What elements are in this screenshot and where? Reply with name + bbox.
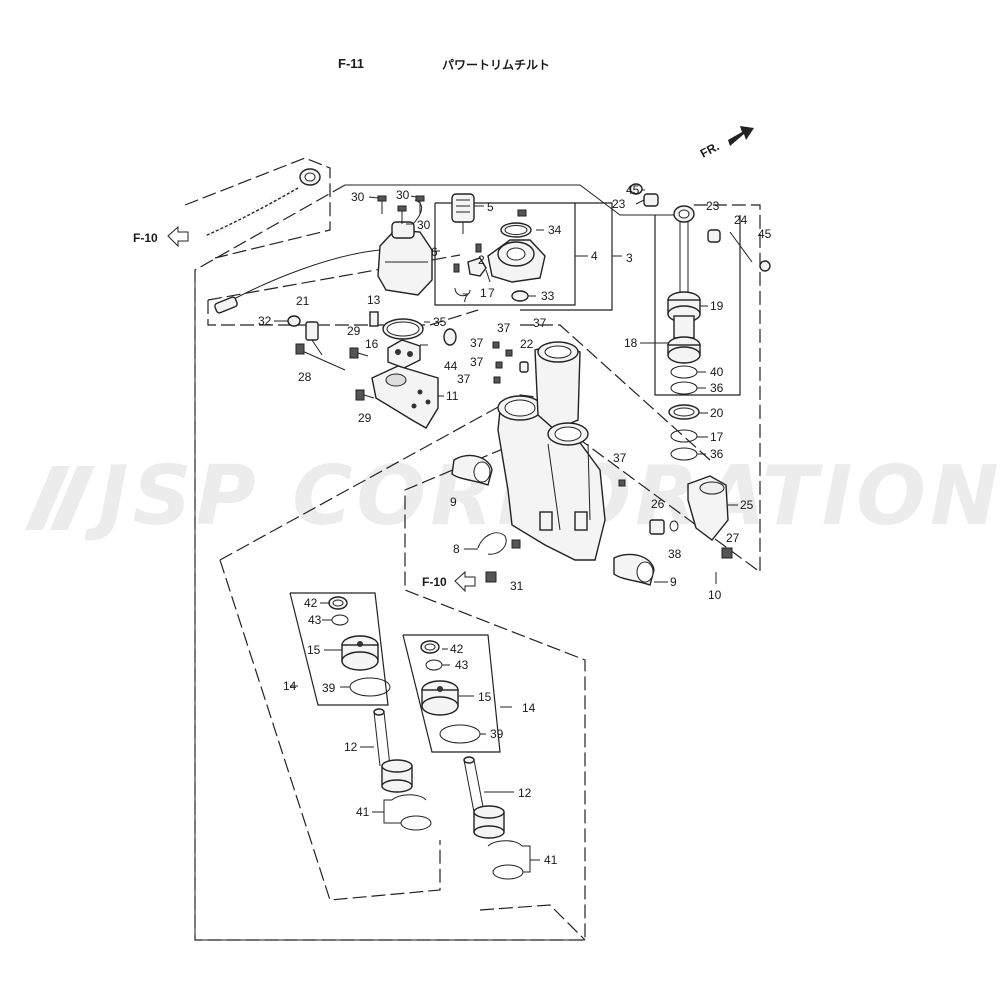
label-part-41b: 41 (544, 853, 558, 867)
ref-f10-lower[interactable]: F-10 (422, 570, 476, 593)
label-part-38: 38 (668, 547, 682, 561)
pump-body-16-11 (371, 318, 439, 429)
label-part-34: 34 (548, 223, 562, 237)
label-part-39b: 39 (490, 727, 504, 741)
ref-f10-lower-label: F-10 (422, 575, 447, 589)
front-arrow-icon (728, 126, 754, 146)
label-part-27: 27 (726, 531, 740, 545)
ground-lead-8-31 (477, 532, 521, 583)
label-part-15a: 15 (307, 643, 321, 657)
label-part-1: 1 (480, 286, 487, 300)
label-part-10: 10 (708, 588, 722, 602)
label-part-45b: 45 (758, 227, 772, 241)
label-part-18: 18 (624, 336, 638, 350)
label-part-30b: 30 (396, 188, 410, 202)
label-part-36a: 36 (710, 381, 724, 395)
label-part-15b: 15 (478, 690, 492, 704)
label-part-44: 44 (444, 359, 458, 373)
part-number-labels: 2 1 3 4 5 6 7 7 8 9 9 10 11 12 12 13 14 … (258, 183, 772, 867)
tilt-cylinder-body (497, 341, 606, 561)
label-part-45a: 45 (626, 183, 640, 197)
label-part-11: 11 (446, 389, 459, 403)
label-part-24: 24 (734, 213, 748, 227)
bracket-25-26-27-38 (649, 475, 733, 559)
tilt-rod-18-19 (667, 205, 701, 364)
label-part-12b: 12 (518, 786, 532, 800)
label-part-29b: 29 (358, 411, 372, 425)
label-part-37b: 37 (533, 316, 547, 330)
label-part-37a: 37 (497, 321, 511, 335)
label-part-40: 40 (710, 365, 724, 379)
label-part-6: 6 (431, 245, 438, 259)
label-part-4: 4 (591, 249, 598, 263)
pins-bushings-23-24-45 (629, 183, 771, 272)
label-part-30c: 30 (417, 218, 431, 232)
left-arrow-icon (167, 225, 189, 248)
label-part-23a: 23 (612, 197, 626, 211)
label-part-5: 5 (487, 200, 494, 214)
label-part-21: 21 (296, 294, 310, 308)
label-part-42b: 42 (450, 642, 464, 656)
trim-motor-6 (377, 221, 433, 296)
small-parts-1-2-7 (453, 243, 491, 297)
label-part-23b: 23 (706, 199, 720, 213)
label-part-9b: 9 (670, 575, 677, 589)
trim-cylinder-left-set (328, 596, 432, 831)
relay-5 (451, 193, 475, 234)
ref-f10-upper-label: F-10 (133, 231, 158, 245)
hose-assembly (203, 168, 321, 240)
label-part-14b: 14 (522, 701, 536, 715)
label-part-30a: 30 (351, 190, 365, 204)
label-part-28: 28 (298, 370, 312, 384)
label-part-37f: 37 (613, 451, 627, 465)
label-part-31: 31 (510, 579, 524, 593)
trim-cylinder-right-set (420, 640, 524, 880)
label-part-7b: 7 (488, 286, 495, 300)
fittings-13-21-28-29-32-44 (287, 311, 457, 401)
label-part-41a: 41 (356, 805, 370, 819)
label-part-2: 2 (478, 253, 485, 267)
label-part-37e: 37 (457, 372, 471, 386)
label-part-36b: 36 (710, 447, 724, 461)
label-part-3: 3 (626, 251, 633, 265)
bushings-9 (451, 454, 655, 586)
label-part-43b: 43 (455, 658, 469, 672)
label-part-25: 25 (740, 498, 754, 512)
diagram-code: F-11 (338, 56, 365, 71)
label-part-37c: 37 (470, 336, 484, 350)
label-part-32: 32 (258, 314, 272, 328)
label-part-37d: 37 (470, 355, 484, 369)
leader-lines (274, 189, 738, 873)
label-part-43a: 43 (308, 613, 322, 627)
valve-housing-4 (487, 209, 546, 302)
label-part-17: 17 (710, 430, 724, 444)
label-part-35: 35 (433, 315, 447, 329)
label-part-12a: 12 (344, 740, 358, 754)
label-part-7a: 7 (462, 291, 469, 305)
label-part-14a: 14 (283, 679, 297, 693)
label-part-19: 19 (710, 299, 724, 313)
left-arrow-icon (454, 570, 476, 593)
label-part-20: 20 (710, 406, 724, 420)
label-part-13: 13 (367, 293, 381, 307)
label-part-39a: 39 (322, 681, 336, 695)
label-part-42a: 42 (304, 596, 318, 610)
label-part-29a: 29 (347, 324, 361, 338)
label-part-9a: 9 (450, 495, 457, 509)
front-direction-indicator: FR. (698, 126, 754, 161)
label-part-26: 26 (651, 497, 665, 511)
label-part-33: 33 (541, 289, 555, 303)
label-part-22: 22 (520, 337, 534, 351)
diagram-title: パワートリムチルト (442, 58, 551, 72)
ref-f10-upper[interactable]: F-10 (133, 225, 189, 248)
front-direction-label: FR. (698, 139, 722, 160)
label-part-8: 8 (453, 542, 460, 556)
check-valves-37-22 (492, 341, 626, 487)
bolts-30 (377, 195, 425, 224)
label-part-16: 16 (365, 337, 379, 351)
